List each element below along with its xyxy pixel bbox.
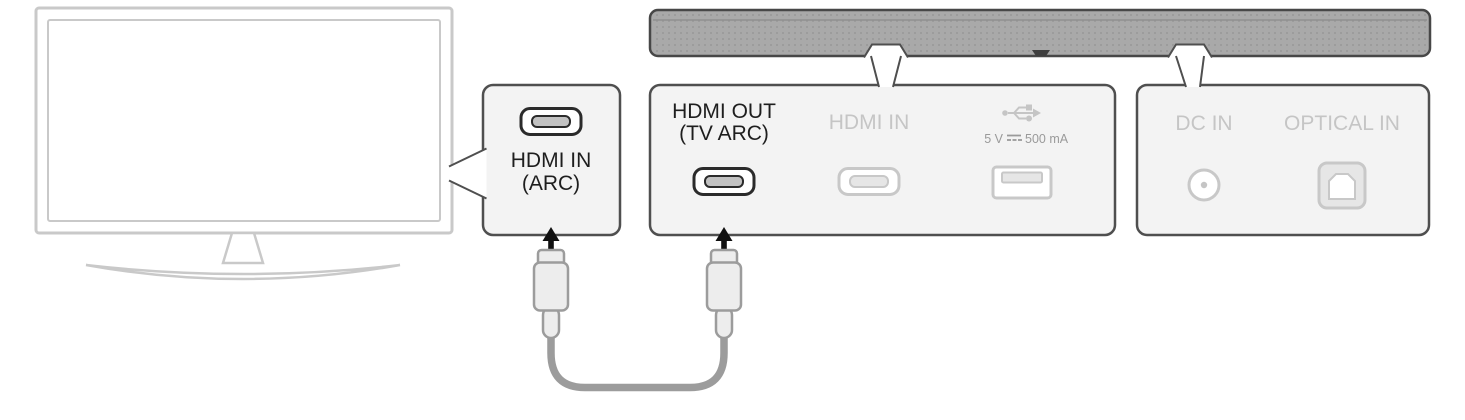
power-panel-content: DC IN OPTICAL IN	[1175, 112, 1400, 210]
arrow-to-tv-hdmi	[542, 227, 560, 251]
soundbar-bracket-left	[863, 43, 909, 59]
power-panel	[1135, 83, 1431, 237]
usb-voltage-label: 5 V	[984, 132, 1003, 146]
soundbar-callout-pointer-right	[1175, 54, 1205, 88]
cable-wire	[547, 331, 728, 392]
hdmi-plug-left	[532, 248, 570, 340]
soundbar-notch	[1032, 50, 1050, 56]
tv-screen	[47, 19, 441, 222]
hdmi-out-label-line1: HDMI OUT	[672, 100, 776, 123]
tv-hdmi-panel-content: HDMI IN (ARC)	[511, 107, 592, 195]
dc-in-label: DC IN	[1175, 112, 1232, 135]
usb-port-icon	[991, 165, 1053, 200]
hdmi-in-label: HDMI IN	[829, 111, 910, 134]
tv-stand-base	[85, 263, 401, 281]
tv-stand-neck	[221, 231, 265, 265]
tv-port-label-line2: (ARC)	[522, 172, 580, 195]
dc-port-icon	[1187, 168, 1221, 202]
hdmi-plug-right	[705, 248, 743, 340]
soundbar-callout-pointer-left	[870, 54, 902, 88]
hdmi-out-port-icon	[692, 167, 756, 196]
dc-voltage-icon	[1007, 134, 1022, 141]
tv	[34, 6, 454, 281]
soundbar-grille	[652, 12, 1428, 54]
tv-callout-pointer	[448, 147, 487, 200]
hdmi-in-port-icon	[837, 167, 901, 196]
tv-port-label-line1: HDMI IN	[511, 149, 592, 172]
hdmi-cable	[532, 248, 743, 392]
soundbar	[648, 8, 1432, 59]
usb-icon	[1002, 104, 1041, 122]
arrow-to-soundbar-hdmi	[715, 227, 733, 251]
usb-current-label: 500 mA	[1025, 132, 1069, 146]
optical-in-label: OPTICAL IN	[1284, 112, 1400, 135]
soundbar-rear-panel-content: HDMI OUT (TV ARC) HDMI IN 5 V 500 mA	[672, 100, 1069, 200]
soundbar-bracket-right	[1167, 43, 1213, 59]
optical-port-icon	[1317, 161, 1367, 210]
hdmi-out-label-line2: (TV ARC)	[679, 122, 769, 145]
hdmi-arc-port-icon	[519, 107, 583, 136]
